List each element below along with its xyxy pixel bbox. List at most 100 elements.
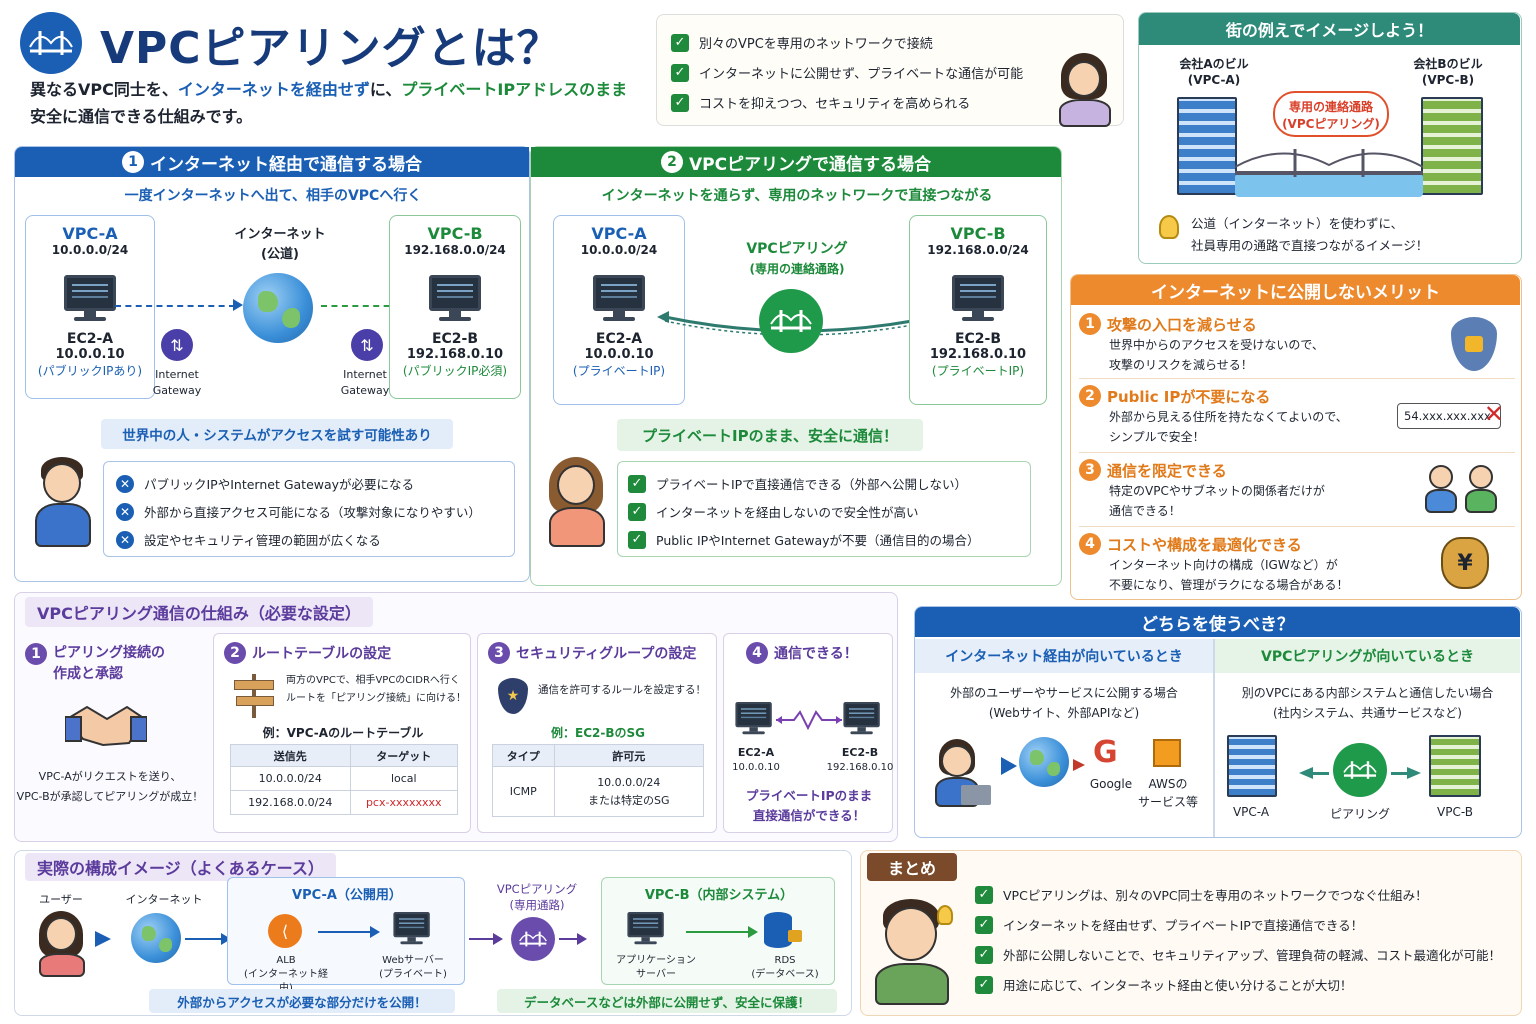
ec2-name: EC2-A [595,331,643,347]
check-item: ✓コストを抑えつつ、セキュリティを高められる [671,93,970,112]
vpc-name: VPC-B [427,224,483,243]
company-b-label: 会社Bのビル [1413,57,1483,71]
web-server-icon [392,912,431,945]
drawback-item: ✕パブリックIPやInternet Gatewayが必要になる [116,474,414,493]
man-pointing-icon [873,895,953,1007]
aws-box-icon [1153,739,1181,767]
which-panel: どちらを使うべき？ インターネット経由が向いているとき VPCピアリングが向いて… [914,606,1522,838]
shield-lock-icon [1451,317,1497,371]
drawback-item: ✕外部から直接アクセス可能になる（攻撃対象になりやすい） [116,502,481,521]
vpc-a-public-box: VPC-A（公開用） ⟨ ALB(インターネット経由) Webサーバー(プライベ… [227,877,465,994]
google-icon: G [1093,735,1118,770]
summary-item: ✓VPCピアリングは、別々のVPC同士を専用のネットワークでつなぐ仕組み！ [975,885,1428,904]
lock-icon [788,930,802,942]
summary-panel: まとめ ✓VPCピアリングは、別々のVPC同士を専用のネットワークでつなぐ仕組み… [860,850,1522,1016]
signpost-icon [232,674,276,718]
ec2-note: (パブリックIP必須) [402,364,508,378]
internet-label: インターネット(公道) [234,227,326,262]
peering-bridge-icon [511,917,555,961]
vpc-cidr: 10.0.0.0/24 [51,243,129,257]
database-icon [764,912,792,948]
building-b-icon [1421,97,1483,195]
mech-desc: 両方のVPCで、相手VPCのCIDRへ行くルートを「ピアリング接続」に向ける！ [286,675,466,704]
vpc-b-label: VPC-B [1437,805,1473,819]
vpc-name: VPC-A [62,224,118,243]
globe-icon [131,913,181,963]
ec2-ip: 192.168.0.10 [406,347,504,362]
step-number: 1 [122,151,144,173]
app-label: アプリケーションサーバー [616,955,696,980]
summary-header: まとめ [867,853,957,881]
which-right-desc: 別のVPCにある内部システムと通信したい場合(社内システム、共通サービスなど) [1241,686,1494,720]
internet-gateway-icon: ⇅ [351,329,383,361]
mech-desc: VPC-Aがリクエストを送り、VPC-Bが承認してピアリングが成立！ [16,770,204,803]
company-a-vpc: (VPC-A) [1187,73,1241,87]
public-ip-crossed: 54.xxx.xxx.xxx✕ [1397,400,1504,429]
ec2-monitor-icon [427,275,483,321]
ec2-ip: 10.0.0.10 [584,347,654,362]
ec2-monitor-icon [734,702,773,735]
app-server-icon [626,912,665,945]
ec2-ip: 192.168.0.10 [929,347,1027,362]
sg-caption: 例：EC2-BのSG [551,726,645,740]
alb-icon: ⟨ [268,914,302,948]
laptop-user-icon [933,739,991,809]
vpc-b-box: VPC-B 192.168.0.0/24 EC2-B 192.168.0.10 … [909,215,1047,405]
bridge-icon [1235,149,1423,177]
drawback-item: ✕設定やセキュリティ管理の範囲が広くなる [116,530,381,549]
vpc-a-box: VPC-A 10.0.0.0/24 EC2-A 10.0.0.10 (プライベー… [553,215,685,405]
ec2-name: EC2-B [841,746,879,759]
check-item: ✓インターネットに公開せず、プライベートな通信が可能 [671,63,1023,82]
city-example-panel: 街の例えでイメージしよう！ 会社Aのビル (VPC-A) 会社Bのビル (VPC… [1138,12,1522,264]
step-number: 2 [660,151,683,173]
building-a-icon [1227,735,1277,797]
internet-gateway-icon: ⇅ [161,329,193,361]
ec2-name: EC2-A [737,746,775,759]
team-people-icon [1425,463,1505,515]
summary-item: ✓インターネットを経由せず、プライベートIPで直接通信できる！ [975,915,1363,934]
vpc-cidr: 192.168.0.0/24 [404,243,506,257]
which-left-header: インターネット経由が向いているとき [915,639,1213,673]
route-table-caption: 例：VPC-Aのルートテーブル [262,726,424,740]
vpc-cidr: 10.0.0.0/24 [580,243,658,257]
ec2-name: EC2-A [66,331,114,347]
google-label: Google [1089,777,1133,791]
benefit-list: ✓プライベートIPで直接通信できる（外部へ公開しない） ✓インターネットを経由し… [617,461,1031,557]
peering-label: VPCピアリング(専用通路) [496,882,578,912]
happy-woman-icon [545,455,609,551]
top-checks-panel: ✓別々のVPCを専用のネットワークで接続 ✓インターネットに公開せず、プライベー… [656,14,1124,127]
ec2-ip: 10.0.0.10 [55,347,125,362]
city-note: 公道（インターネット）を使わずに、社員専用の通路で直接つながるイメージ！ [1191,216,1429,253]
ec2-ip: 10.0.0.10 [732,762,780,773]
vpc-name: VPC-A [591,224,647,243]
ec2-note: (プライベートIP) [931,364,1025,378]
internet-label: インターネット [125,893,203,906]
rds-label: RDS(データベース) [751,955,819,980]
summary-item: ✓用途に応じて、インターネット経由と使い分けることが大切！ [975,975,1352,994]
ec2-monitor-icon [591,275,647,321]
real-config-header: 実際の構成イメージ（よくあるケース） [25,853,336,881]
ec2-monitor-icon [842,702,881,735]
vpc-a-label: VPC-A [1232,805,1270,819]
building-a-icon [1177,97,1237,195]
section-header: VPCピアリングで通信する場合 [688,154,932,175]
security-shield-icon: ★ [498,678,528,714]
check-item: ✓別々のVPCを専用のネットワークで接続 [671,33,933,52]
connector-line [321,305,421,307]
peering-label: VPCピアリング(専用の連絡通路) [746,241,848,276]
intro-text: 異なるVPC同士を、インターネットを経由せずに、プライベートIPアドレスのまま安… [30,80,628,126]
benefit-item: ✓プライベートIPで直接通信できる（外部へ公開しない） [628,474,967,493]
lightbulb-icon [937,905,953,925]
public-note: 外部からアクセスが必要な部分だけを公開！ [149,989,455,1013]
section-header: インターネット経由で通信する場合 [150,154,422,175]
